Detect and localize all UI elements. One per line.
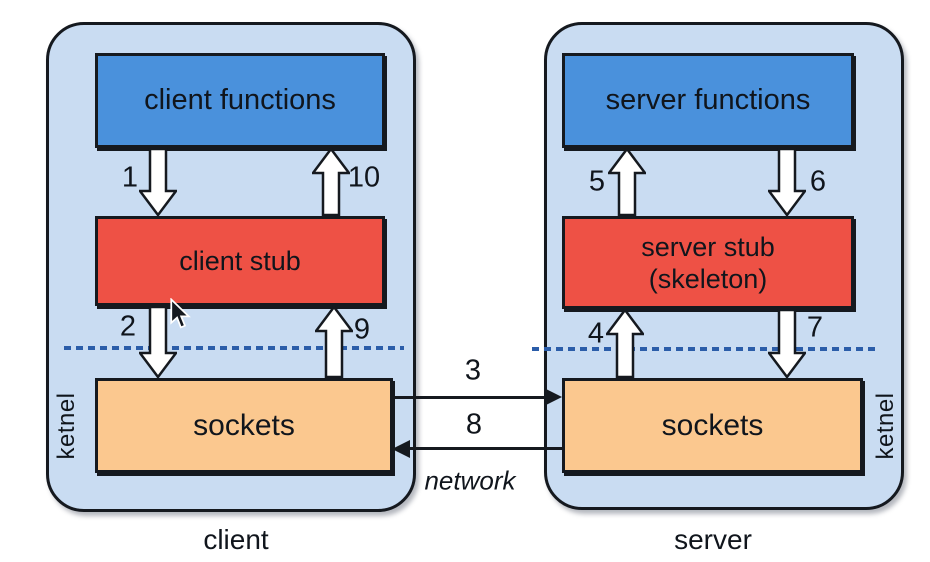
step-label-8: 8 bbox=[465, 408, 483, 441]
step-label-6: 6 bbox=[809, 165, 827, 198]
arrow-up-step-9-icon bbox=[315, 306, 353, 378]
step-label-2: 2 bbox=[119, 310, 137, 343]
server-functions-label: server functions bbox=[605, 84, 811, 116]
client-functions-label: client functions bbox=[144, 84, 336, 116]
client-kernel-label: ketnel bbox=[53, 392, 80, 460]
step-label-1: 1 bbox=[121, 161, 139, 194]
network-reply-line bbox=[409, 447, 562, 450]
step-label-4: 4 bbox=[587, 317, 605, 350]
step-label-10: 10 bbox=[347, 161, 381, 194]
step-label-3: 3 bbox=[464, 354, 482, 387]
arrow-up-step-10-icon bbox=[312, 148, 350, 216]
server-stub-box: server stub (skeleton) bbox=[562, 216, 854, 309]
arrow-down-step-7-icon bbox=[768, 309, 806, 378]
arrow-down-step-1-icon bbox=[139, 148, 177, 216]
network-request-line bbox=[393, 396, 546, 399]
server-functions-box: server functions bbox=[562, 53, 854, 148]
client-kernel-boundary-line bbox=[64, 346, 404, 350]
client-stub-box: client stub bbox=[95, 216, 385, 306]
arrow-down-step-2-icon bbox=[139, 306, 177, 378]
arrow-up-step-5-icon bbox=[608, 148, 646, 216]
client-functions-box: client functions bbox=[95, 53, 385, 148]
client-caption: client bbox=[203, 524, 269, 555]
mouse-cursor-icon bbox=[170, 298, 191, 329]
client-sockets-box: sockets bbox=[95, 378, 393, 473]
network-reply-arrowhead-icon bbox=[392, 440, 410, 458]
arrow-up-step-4-icon bbox=[606, 309, 644, 378]
step-label-9: 9 bbox=[353, 313, 371, 346]
step-label-7: 7 bbox=[806, 311, 824, 344]
network-request-arrowhead-icon bbox=[544, 388, 562, 406]
server-stub-line1: server stub bbox=[641, 231, 775, 262]
server-stub-label: server stub (skeleton) bbox=[641, 231, 775, 295]
client-stub-label: client stub bbox=[179, 246, 301, 276]
server-kernel-label: ketnel bbox=[872, 392, 899, 460]
server-kernel-boundary-line bbox=[532, 347, 880, 351]
server-stub-line2: (skeleton) bbox=[648, 263, 768, 294]
step-label-5: 5 bbox=[588, 165, 606, 198]
server-sockets-label: sockets bbox=[661, 408, 764, 442]
network-label: network bbox=[424, 465, 516, 496]
server-sockets-box: sockets bbox=[562, 378, 863, 473]
client-sockets-label: sockets bbox=[193, 408, 295, 442]
server-caption: server bbox=[674, 524, 752, 555]
arrow-down-step-6-icon bbox=[768, 148, 806, 216]
